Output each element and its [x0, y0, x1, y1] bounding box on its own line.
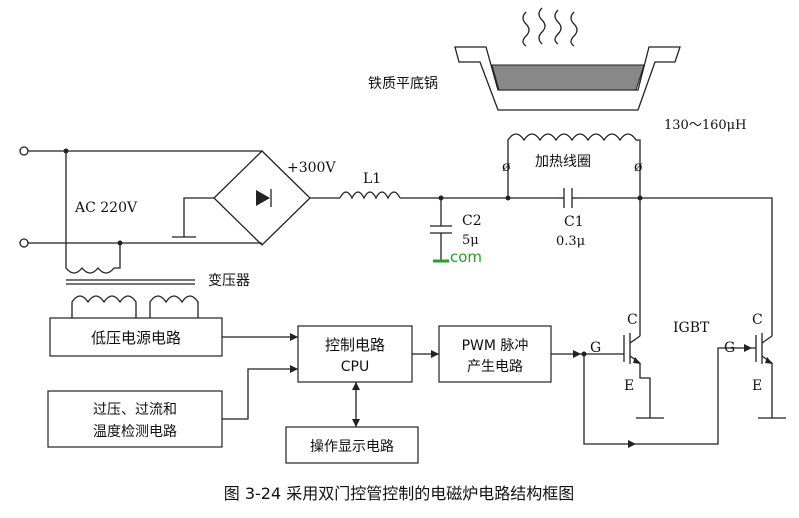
igbt2-c: C [752, 312, 763, 328]
transformer-label: 变压器 [208, 273, 250, 289]
capacitor-c2 [430, 198, 452, 263]
protection-label-2: 温度检测电路 [93, 424, 177, 440]
igbt-label: IGBT [673, 320, 710, 336]
dc-voltage-label: +300V [287, 160, 336, 176]
pot-label: 铁质平底锅 [368, 76, 438, 92]
pan-icon [454, 46, 681, 111]
ac-terminal-top [19, 146, 29, 156]
pwm-label-1: PWM 脉冲 [462, 338, 529, 354]
terminal-mark-left: ø [502, 159, 510, 175]
pwm-block [438, 325, 552, 383]
watermark-text: com [450, 248, 482, 266]
c1-value: 0.3μ [556, 234, 585, 249]
inductance-label: 130～160μH [664, 118, 746, 133]
protection-label-1: 过压、过流和 [93, 402, 177, 418]
low-voltage-psu-label: 低压电源电路 [91, 329, 181, 347]
terminal-mark-right: ø [634, 159, 642, 175]
capacitor-c1 [556, 188, 580, 208]
ac-input-label: AC 220V [74, 200, 138, 216]
igbt1-e: E [624, 378, 634, 394]
igbt1-g: G [590, 340, 601, 356]
c2-name: C2 [462, 213, 482, 229]
cpu-label: CPU [341, 359, 369, 375]
steam-icon [522, 7, 578, 47]
pwm-label-2: 产生电路 [467, 359, 523, 375]
bridge-rectifier [213, 150, 311, 246]
c1-name: C1 [564, 214, 584, 230]
low-voltage-psu-block [49, 317, 223, 357]
figure-caption: 图 3-24 采用双门控管控制的电磁炉电路结构框图 [224, 484, 575, 503]
l1-label: L1 [363, 171, 381, 187]
display-label: 操作显示电路 [310, 439, 394, 455]
ac-terminal-bottom [19, 238, 29, 248]
igbt2-e: E [752, 378, 762, 394]
display-block [285, 426, 419, 464]
igbt-2 [755, 333, 786, 419]
igbt1-c: C [627, 312, 638, 328]
igbt-1 [623, 333, 664, 419]
c2-value: 5μ [462, 233, 479, 248]
protection-block [47, 390, 223, 448]
heating-coil-label: 加热线圈 [535, 154, 591, 170]
heating-coil [507, 133, 641, 172]
control-label: 控制电路 [325, 336, 385, 354]
